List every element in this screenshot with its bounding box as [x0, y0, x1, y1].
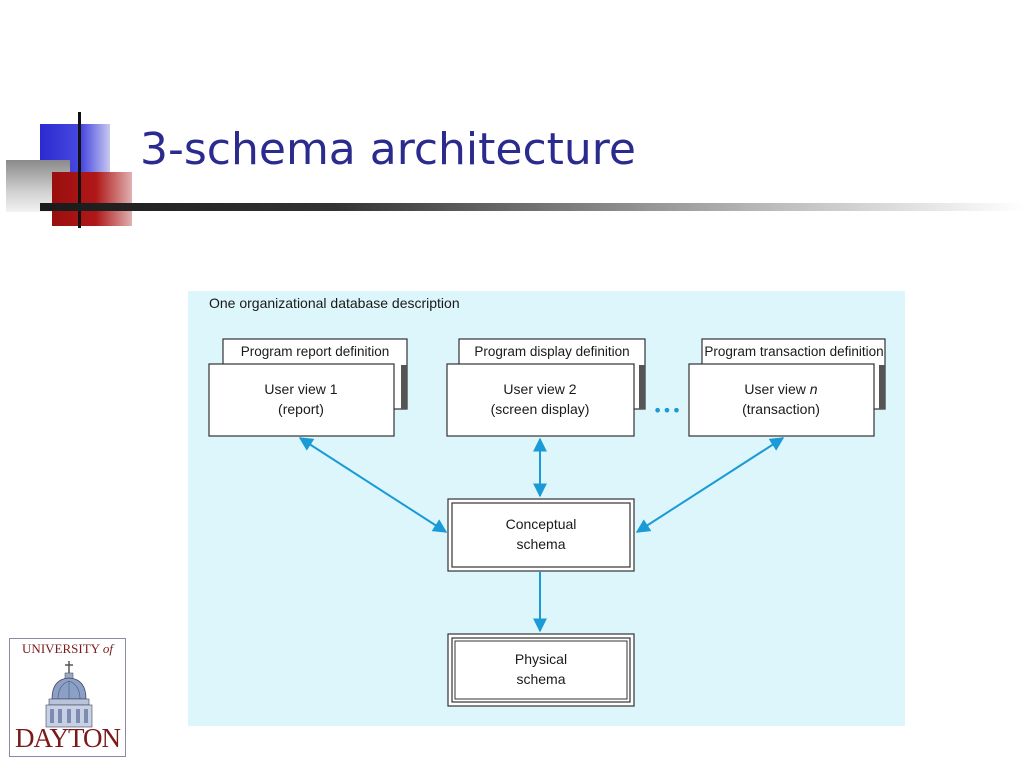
user-view-2-box — [446, 363, 635, 437]
arrow-viewn-conceptual — [635, 437, 785, 533]
university-logo: UNIVERSITY of DAYTON — [9, 638, 126, 757]
conceptual-schema-group: Conceptual schema — [447, 498, 635, 572]
three-schema-diagram: One organizational database description … — [188, 291, 905, 726]
user-view-n-variable: n — [810, 381, 818, 397]
user-view-n-box — [688, 363, 875, 437]
program-report-definition-label: Program report definition — [241, 344, 390, 359]
user-view-n-prefix: User view — [744, 381, 809, 397]
more-views-ellipsis: ••• — [653, 401, 681, 420]
user-view-1-label: User view 1 — [264, 381, 337, 397]
user-view-1-group: Program report definition User view 1 (r… — [208, 338, 408, 437]
slide-title: 3-schema architecture — [140, 124, 636, 175]
logo-university-word: UNIVERSITY — [22, 641, 100, 656]
arrow-view1-conceptual — [298, 437, 448, 533]
user-view-1-subtitle: (report) — [278, 401, 324, 417]
conceptual-schema-box — [447, 498, 635, 572]
user-view-2-group: Program display definition User view 2 (… — [446, 338, 646, 437]
physical-schema-box — [447, 633, 635, 707]
user-view-n-group: Program transaction definition User view… — [688, 338, 886, 437]
chapel-dome-icon — [45, 661, 93, 728]
physical-schema-group: Physical schema — [447, 633, 635, 707]
corner-vertical-line — [78, 112, 81, 228]
physical-schema-label: Physical — [515, 651, 567, 667]
program-definition-shadow — [879, 365, 885, 409]
conceptual-schema-label: Conceptual — [506, 516, 577, 532]
program-definition-shadow — [639, 365, 645, 409]
diagram-canvas: One organizational database description … — [208, 295, 886, 707]
program-transaction-definition-label: Program transaction definition — [704, 344, 883, 359]
user-view-n-label: User view n — [744, 381, 817, 397]
physical-schema-inner-border-2 — [454, 640, 628, 700]
user-view-2-subtitle: (screen display) — [491, 401, 590, 417]
title-underline — [40, 203, 1024, 211]
logo-of-word: of — [102, 641, 113, 656]
physical-schema-inner-border — [451, 637, 631, 703]
user-view-1-box — [208, 363, 395, 437]
physical-schema-label-2: schema — [516, 671, 565, 687]
diagram-heading: One organizational database description — [209, 295, 460, 311]
corner-red-square — [52, 172, 132, 226]
user-view-n-subtitle: (transaction) — [742, 401, 820, 417]
program-definition-shadow — [401, 365, 407, 409]
logo-top-text: UNIVERSITY of — [10, 641, 125, 657]
program-display-definition-label: Program display definition — [474, 344, 629, 359]
conceptual-schema-inner-border — [451, 502, 631, 568]
logo-bottom-text: DAYTON — [14, 723, 121, 753]
conceptual-schema-label-2: schema — [516, 536, 565, 552]
user-view-2-label: User view 2 — [503, 381, 576, 397]
